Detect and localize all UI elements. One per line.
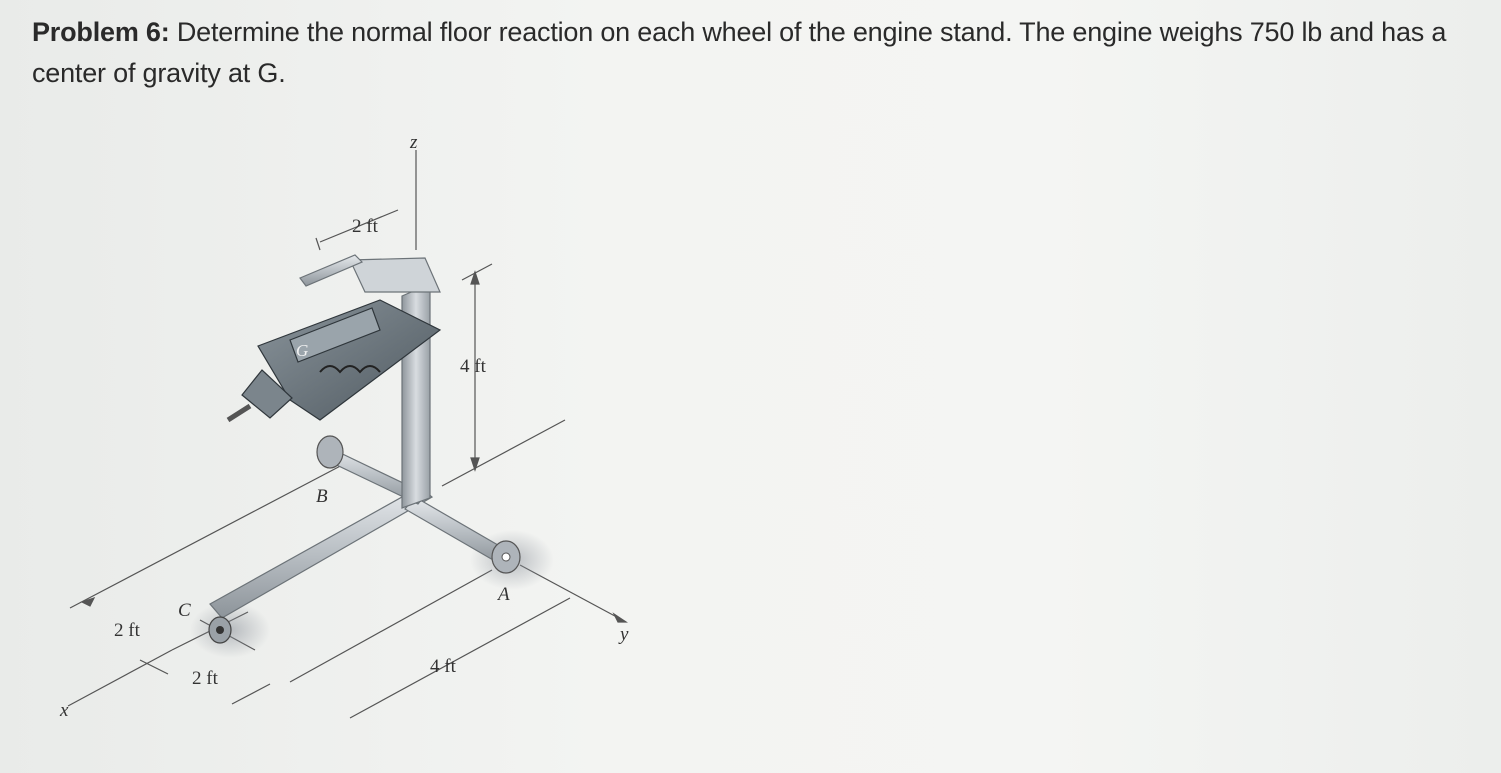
label-point-c: C xyxy=(178,600,191,621)
label-point-b: B xyxy=(316,486,328,507)
wheel-b xyxy=(316,435,344,469)
label-y-axis: y xyxy=(618,624,629,645)
dim-left-offset: 2 ft xyxy=(114,620,141,641)
problem-text: Determine the normal floor reaction on e… xyxy=(32,17,1447,88)
label-point-a: A xyxy=(496,584,510,605)
engine-block xyxy=(226,299,442,423)
dim-front-offset: 2 ft xyxy=(192,668,219,689)
dim-height: 4 ft xyxy=(460,356,487,377)
diagram-labels: z x y G B C A 2 ft 4 ft 2 ft 2 ft 4 ft xyxy=(59,132,629,721)
label-x-axis: x xyxy=(59,700,69,721)
dimension-lines xyxy=(67,150,628,719)
dim-base-length: 4 ft xyxy=(430,656,457,677)
problem-statement: Problem 6: Determine the normal floor re… xyxy=(32,12,1487,94)
label-z-axis: z xyxy=(409,132,418,153)
label-point-g: G xyxy=(296,341,308,360)
stand-frame xyxy=(209,254,511,619)
dim-top-offset: 2 ft xyxy=(352,216,379,237)
problem-label: Problem 6: xyxy=(32,17,170,47)
wheels xyxy=(208,435,521,644)
